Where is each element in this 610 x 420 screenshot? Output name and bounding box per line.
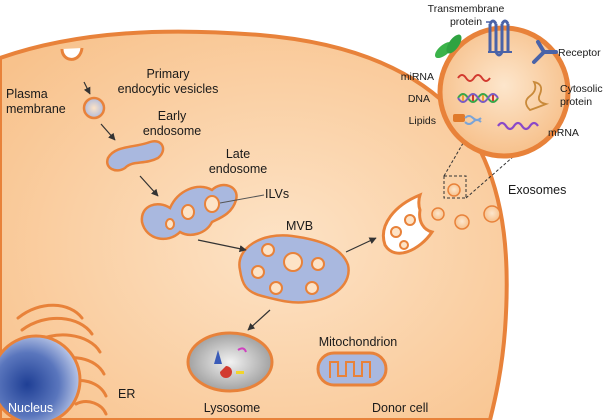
ilv <box>204 195 220 213</box>
late-endosome <box>140 183 265 241</box>
dna-icon <box>457 93 499 103</box>
mrna-icon <box>497 121 539 131</box>
primary-endocytic-vesicle <box>82 96 106 120</box>
label-early-endosome-1: Early <box>158 109 187 123</box>
label-primary-vesicles-1: Primary <box>146 67 190 81</box>
ilv <box>269 281 283 295</box>
label-ilvs: ILVs <box>265 187 289 201</box>
label-plasma-membrane-1: Plasma <box>6 87 48 101</box>
releasing-vesicle <box>399 240 409 250</box>
transmembrane-protein-icon <box>488 19 512 57</box>
ilv <box>165 218 175 230</box>
releasing-vesicle <box>390 226 402 238</box>
lysosome <box>186 331 274 393</box>
label-mirna: miRNA <box>401 71 434 83</box>
arrow-early-to-late <box>139 175 159 197</box>
mvb <box>238 234 350 304</box>
label-primary-vesicles-2: endocytic vesicles <box>118 82 219 96</box>
label-late-endosome-2: endosome <box>209 162 267 176</box>
arrow-late-to-mvb <box>197 239 247 253</box>
exosome <box>454 214 470 230</box>
arrow-vesicle-to-early <box>100 123 116 141</box>
exosome <box>483 205 501 223</box>
endocytic-pit <box>60 47 84 61</box>
ilv <box>311 257 325 271</box>
releasing-vesicle <box>404 214 416 226</box>
label-mrna: mRNA <box>548 127 579 139</box>
arrow-membrane-to-vesicle <box>83 81 91 95</box>
label-transmembrane-2: protein <box>450 16 482 28</box>
exosome <box>431 207 445 221</box>
label-early-endosome-2: endosome <box>143 124 201 138</box>
label-late-endosome-1: Late <box>226 147 250 161</box>
label-er: ER <box>118 387 135 401</box>
exosome-detail <box>434 19 571 159</box>
ilv <box>251 265 265 279</box>
receptor-icon <box>532 40 558 64</box>
label-nucleus: Nucleus <box>8 401 53 415</box>
label-donor-cell: Donor cell <box>372 401 428 415</box>
cytosolic-protein-icon <box>525 80 550 112</box>
early-endosome <box>105 139 165 172</box>
ilv <box>181 204 195 220</box>
ilv <box>283 252 303 272</box>
mirna-icon <box>457 74 491 82</box>
label-plasma-membrane-2: membrane <box>6 102 66 116</box>
label-receptor: Receptor <box>558 47 601 59</box>
lipids-icon <box>453 114 482 125</box>
label-cytosolic-1: Cytosolic <box>560 83 603 95</box>
ilv <box>261 243 275 257</box>
label-mvb: MVB <box>286 219 313 233</box>
label-cytosolic-2: protein <box>560 96 592 108</box>
membrane-protein-green-icon <box>434 34 462 59</box>
arrow-mvb-to-exocytosis <box>345 237 377 253</box>
label-transmembrane-1: Transmembrane <box>428 3 505 15</box>
label-dna: DNA <box>408 93 430 105</box>
label-exosomes: Exosomes <box>508 183 566 197</box>
ilv <box>305 281 319 295</box>
arrow-mvb-to-lysosome <box>247 309 271 331</box>
zoom-box <box>443 175 467 199</box>
exosome <box>447 183 461 197</box>
label-lipids: Lipids <box>409 115 436 127</box>
label-mitochondrion: Mitochondrion <box>319 335 398 349</box>
nucleus <box>0 334 82 420</box>
mitochondrion <box>316 351 388 387</box>
label-lysosome: Lysosome <box>204 401 261 415</box>
